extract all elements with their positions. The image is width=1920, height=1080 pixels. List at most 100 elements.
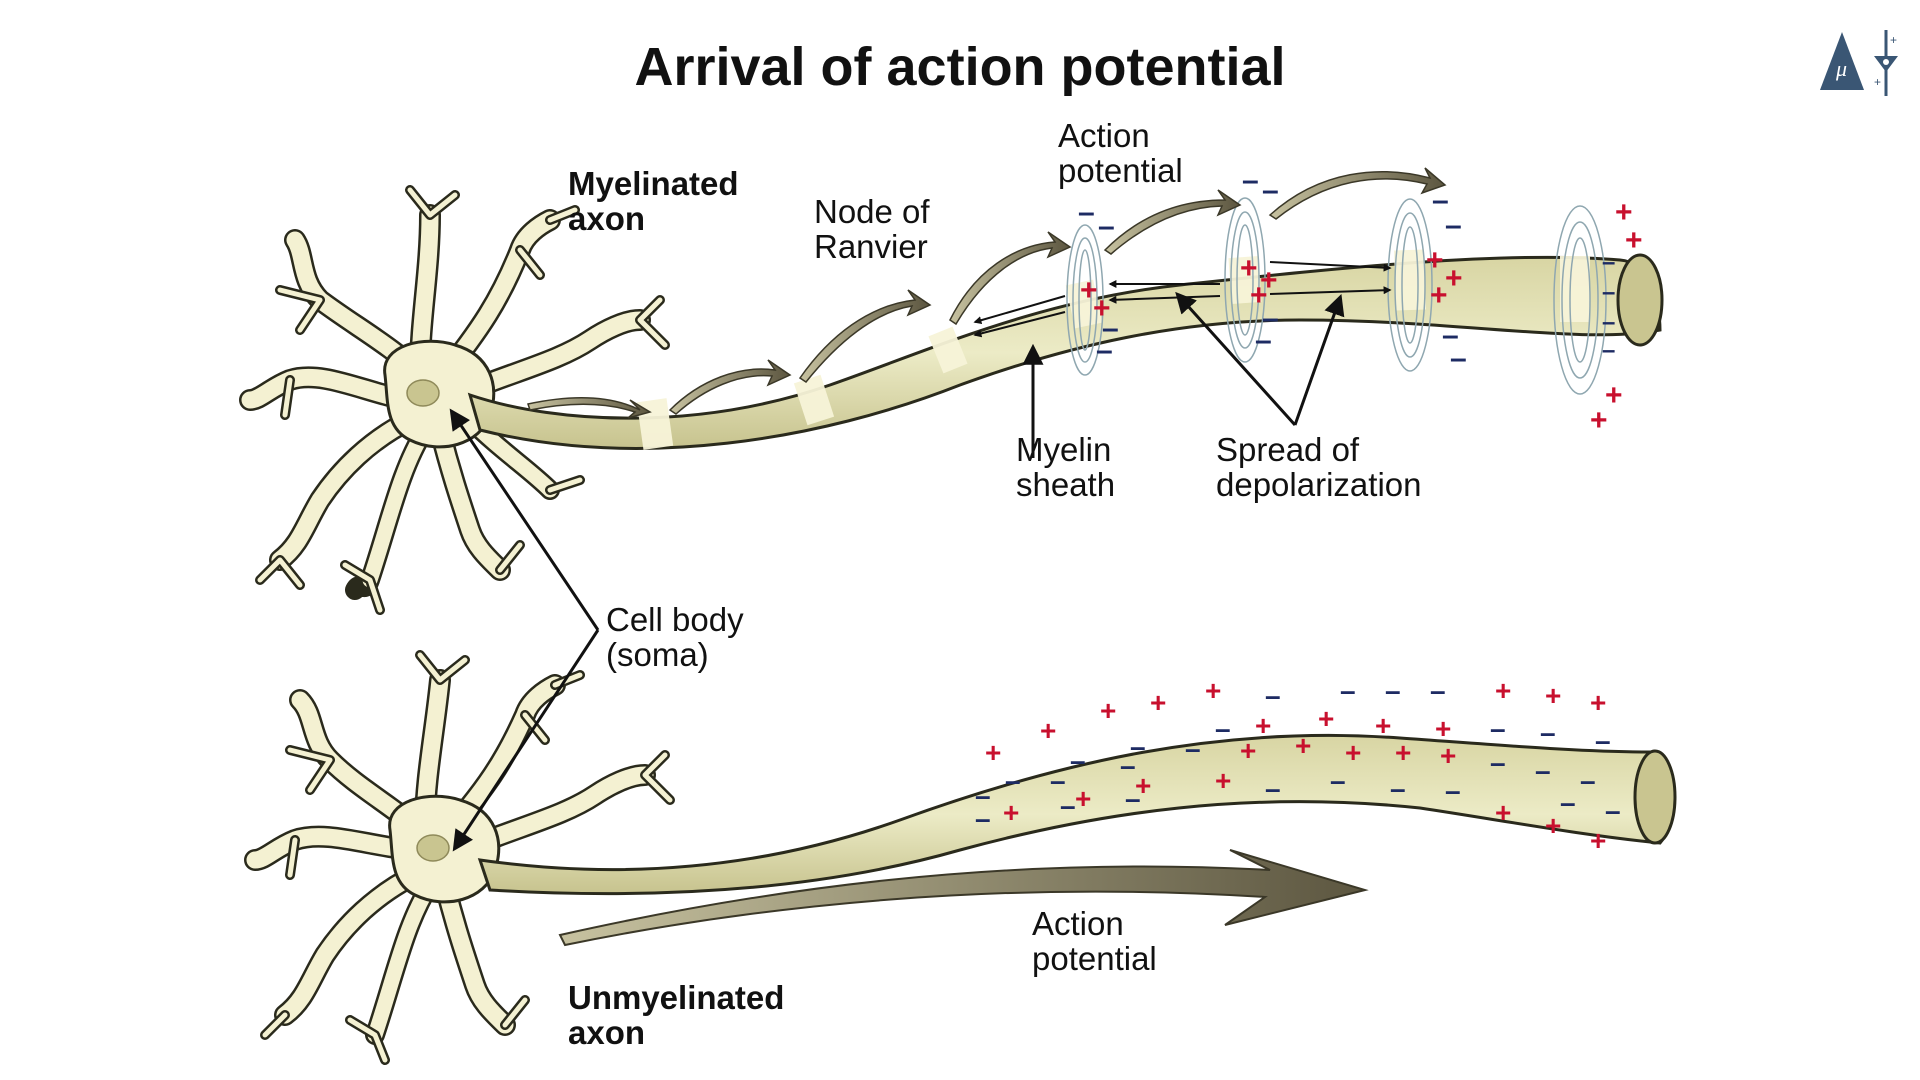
svg-text:+: + bbox=[1215, 765, 1231, 796]
svg-text:–: – bbox=[975, 780, 991, 811]
svg-text:+: + bbox=[1890, 33, 1897, 47]
svg-text:–: – bbox=[1262, 302, 1279, 335]
axon-end-top bbox=[1616, 253, 1664, 347]
svg-text:–: – bbox=[1490, 713, 1506, 744]
nucleus-top bbox=[406, 379, 440, 407]
svg-text:+: + bbox=[1003, 797, 1019, 828]
svg-text:–: – bbox=[1560, 787, 1576, 818]
svg-text:–: – bbox=[1102, 312, 1119, 345]
svg-text:+: + bbox=[1040, 715, 1056, 746]
svg-text:–: – bbox=[1265, 680, 1281, 711]
svg-text:–: – bbox=[1442, 319, 1459, 352]
svg-text:+: + bbox=[1605, 379, 1623, 412]
svg-text:–: – bbox=[1005, 765, 1021, 796]
svg-text:+: + bbox=[1590, 825, 1606, 856]
svg-text:–: – bbox=[1580, 765, 1596, 796]
svg-text:–: – bbox=[1215, 713, 1231, 744]
svg-text:+: + bbox=[1435, 713, 1451, 744]
svg-text:–: – bbox=[1340, 675, 1356, 706]
charges-top: –– ++ –– –– ++ + –– –– ++ + –– ++ ++ – –… bbox=[1078, 164, 1643, 437]
svg-text:+: + bbox=[1080, 274, 1098, 307]
svg-text:+: + bbox=[1093, 292, 1111, 325]
svg-text:+: + bbox=[1255, 710, 1271, 741]
svg-text:–: – bbox=[1242, 164, 1259, 197]
axon-end-bottom bbox=[1633, 749, 1677, 845]
svg-text:–: – bbox=[1602, 337, 1615, 364]
svg-text:+: + bbox=[1205, 675, 1221, 706]
svg-text:+: + bbox=[1426, 244, 1444, 277]
svg-text:+: + bbox=[1430, 279, 1448, 312]
svg-text:–: – bbox=[1605, 795, 1621, 826]
unmyelinated-neuron: ++ ++ +– –– –+ ++ –– –– ++ ++ –– – –– ––… bbox=[244, 650, 1677, 1065]
svg-text:+: + bbox=[1240, 735, 1256, 766]
saltatory-arrows bbox=[527, 167, 1447, 419]
svg-text:–: – bbox=[1540, 717, 1556, 748]
svg-text:μ: μ bbox=[1835, 56, 1847, 81]
cell-body-label: Cell body(soma) bbox=[606, 601, 744, 673]
svg-text:+: + bbox=[985, 737, 1001, 768]
svg-text:+: + bbox=[1495, 797, 1511, 828]
svg-text:+: + bbox=[1135, 770, 1151, 801]
svg-text:–: – bbox=[1445, 775, 1461, 806]
nucleus-bottom bbox=[416, 834, 450, 862]
svg-text:+: + bbox=[1295, 730, 1311, 761]
svg-text:–: – bbox=[1060, 790, 1076, 821]
svg-text:+: + bbox=[1545, 680, 1561, 711]
action-potential-arrow bbox=[558, 849, 1369, 947]
svg-text:+: + bbox=[1615, 196, 1633, 229]
svg-text:+: + bbox=[1625, 224, 1643, 257]
svg-text:+: + bbox=[1250, 279, 1268, 312]
svg-text:–: – bbox=[1390, 773, 1406, 804]
internal-current-arrows bbox=[973, 261, 1392, 338]
svg-text:+: + bbox=[1150, 687, 1166, 718]
svg-text:–: – bbox=[1078, 196, 1095, 229]
svg-text:–: – bbox=[1450, 342, 1467, 375]
svg-text:–: – bbox=[1125, 783, 1141, 814]
myelinated-neuron: –– ++ –– –– ++ + –– –– ++ + –– ++ ++ – –… bbox=[239, 164, 1664, 615]
svg-text:–: – bbox=[1430, 675, 1446, 706]
label-leaders bbox=[449, 291, 1345, 852]
svg-text:–: – bbox=[975, 803, 991, 834]
svg-text:–: – bbox=[1602, 279, 1615, 306]
svg-text:–: – bbox=[1262, 174, 1279, 207]
svg-text:–: – bbox=[1445, 209, 1462, 242]
svg-text:+: + bbox=[1395, 737, 1411, 768]
svg-text:–: – bbox=[1070, 745, 1086, 776]
svg-text:+: + bbox=[1375, 710, 1391, 741]
svg-text:–: – bbox=[1098, 210, 1115, 243]
svg-text:–: – bbox=[1490, 747, 1506, 778]
svg-text:+: + bbox=[1874, 75, 1881, 89]
svg-text:–: – bbox=[1096, 334, 1113, 367]
svg-text:+: + bbox=[1590, 687, 1606, 718]
svg-text:+: + bbox=[1240, 252, 1258, 285]
svg-text:–: – bbox=[1050, 765, 1066, 796]
svg-text:+: + bbox=[1440, 740, 1456, 771]
svg-text:–: – bbox=[1602, 309, 1615, 336]
svg-text:+: + bbox=[1318, 703, 1334, 734]
svg-text:+: + bbox=[1495, 675, 1511, 706]
svg-text:+: + bbox=[1545, 810, 1561, 841]
svg-text:+: + bbox=[1590, 404, 1608, 437]
svg-text:+: + bbox=[1075, 783, 1091, 814]
svg-text:+: + bbox=[1345, 737, 1361, 768]
svg-text:–: – bbox=[1265, 773, 1281, 804]
svg-text:–: – bbox=[1535, 755, 1551, 786]
svg-text:–: – bbox=[1255, 324, 1272, 357]
svg-text:–: – bbox=[1385, 675, 1401, 706]
svg-text:+: + bbox=[1445, 262, 1463, 295]
svg-text:+: + bbox=[1260, 264, 1278, 297]
svg-text:+: + bbox=[1100, 695, 1116, 726]
mu-pyramid-logo-icon: μ + + bbox=[1820, 30, 1898, 96]
svg-text:–: – bbox=[1595, 725, 1611, 756]
slide-title: Arrival of action potential bbox=[634, 37, 1286, 97]
svg-text:–: – bbox=[1432, 184, 1449, 217]
svg-text:–: – bbox=[1185, 733, 1201, 764]
